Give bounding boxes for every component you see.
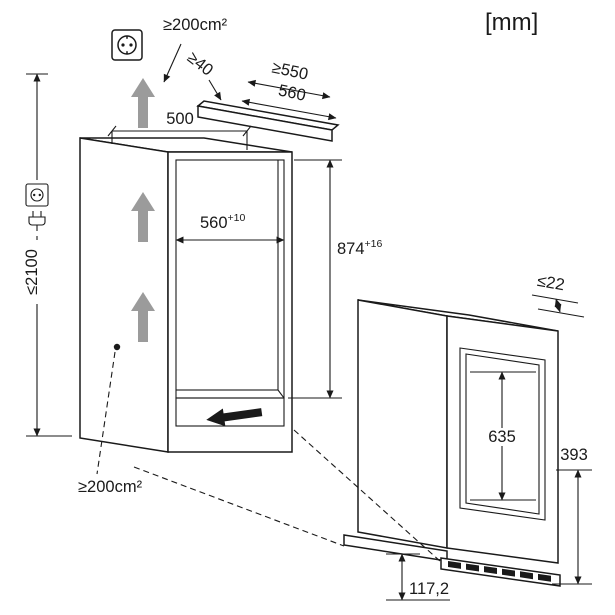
dim-max-height: ≤2100	[23, 73, 72, 437]
dim-inner-height: 874+16	[288, 159, 383, 399]
plug-icon	[28, 211, 46, 231]
dim-top-clearance-label: ≤22	[536, 272, 566, 294]
airflow-arrows	[131, 78, 263, 427]
dim-inner-width: 560+10	[175, 212, 285, 244]
dim-plinth-height-label: 117,2	[409, 580, 449, 598]
dim-top-clearance: ≤22	[531, 272, 585, 318]
niche-drawing	[79, 100, 340, 453]
door-recess-outer	[459, 347, 546, 521]
plinth-grille	[440, 557, 561, 587]
projection-dashed-line	[293, 429, 442, 563]
socket-small-icon	[25, 183, 49, 207]
dim-top-width-label: 500	[166, 110, 194, 128]
dim-rear-gap-label: ≥40	[184, 49, 217, 80]
projection-lines	[96, 343, 442, 563]
airflow-arrow-icon	[131, 78, 155, 128]
schuko-socket-icon	[111, 29, 143, 61]
dim-side: 393	[552, 446, 592, 585]
units-label: [mm]	[485, 9, 538, 36]
top-vent-callout: ≥200cm²	[163, 16, 228, 83]
leader-dot	[113, 343, 121, 351]
dim-top-width: 500	[107, 110, 252, 150]
appliance-side-wall	[357, 299, 448, 549]
dim-max-height-label: ≤2100	[23, 249, 41, 295]
intake-arrow-icon	[206, 408, 263, 427]
niche-left-wall	[79, 137, 169, 453]
airflow-arrow-icon	[131, 292, 155, 342]
projection-dashed-line	[133, 466, 345, 547]
top-vent-label: ≥200cm²	[163, 16, 228, 34]
niche-interior	[176, 160, 284, 398]
niche-plinth-recess	[175, 397, 285, 427]
dim-side-label: 393	[560, 446, 588, 464]
dim-inner-width-label: 560+10	[200, 212, 246, 232]
dim-door-inner-height: 635	[470, 371, 536, 501]
dim-plinth-height: 117,2	[386, 553, 450, 601]
niche-front-face	[167, 151, 293, 453]
dim-worktop-depth-label: 560	[277, 81, 308, 104]
dim-inner-height-label: 874+16	[337, 238, 383, 258]
door-recess-inner	[465, 353, 540, 515]
bottom-vent-callout: ≥200cm²	[78, 478, 143, 496]
worktop-edge	[197, 105, 333, 142]
appliance-drawing	[343, 299, 561, 587]
interior-edge	[277, 389, 284, 398]
plinth-grille-slots	[448, 561, 551, 582]
leader-dashed-line	[96, 351, 116, 475]
dim-door-inner-height-label: 635	[488, 428, 516, 446]
niche-back-wall	[176, 160, 279, 391]
bottom-vent-label: ≥200cm²	[78, 478, 143, 496]
dim-min-depth-label: ≥550	[270, 59, 310, 84]
airflow-arrow-icon	[131, 192, 155, 242]
